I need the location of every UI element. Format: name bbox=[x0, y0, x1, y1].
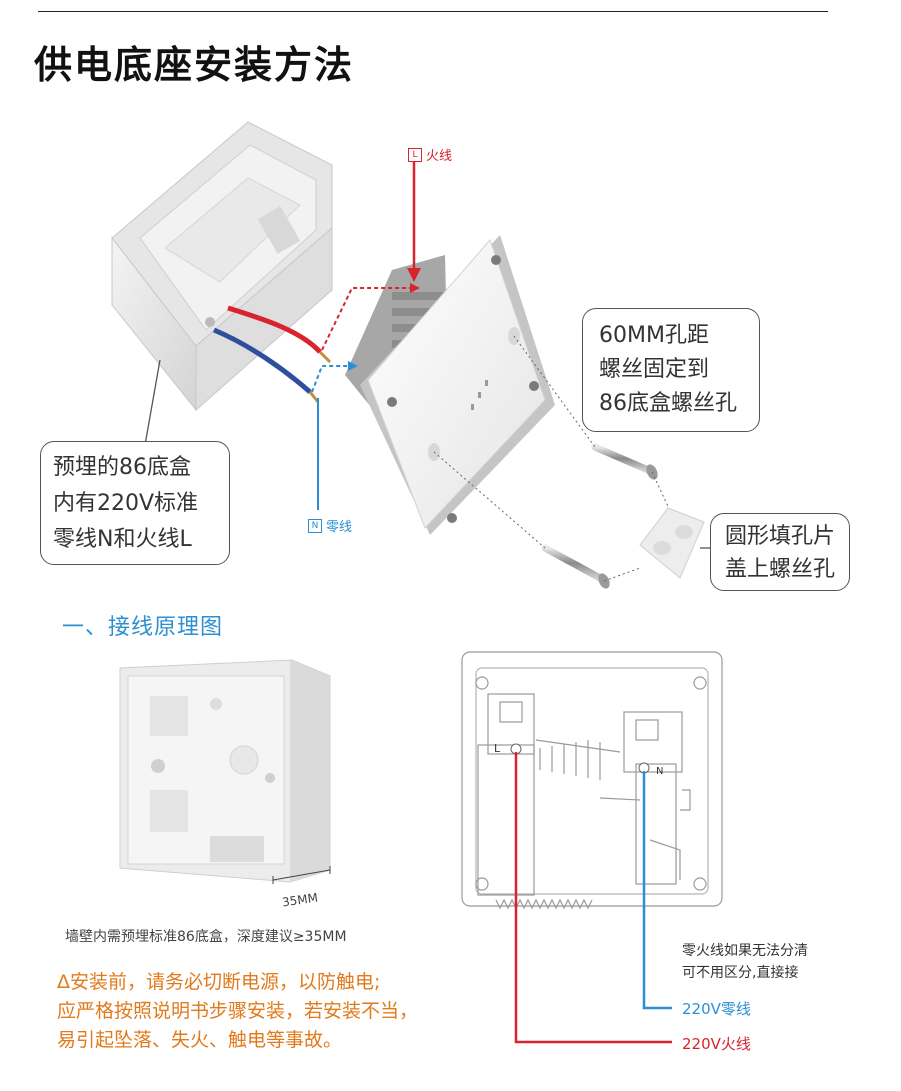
neutral-wire-label: 220V零线 bbox=[682, 1000, 751, 1018]
live-tag-letter: L bbox=[408, 147, 422, 162]
note-line: 可不用区分,直接接 bbox=[682, 965, 799, 981]
live-arrowhead bbox=[407, 268, 421, 282]
red-wire-tip bbox=[318, 350, 332, 364]
red-wire bbox=[227, 305, 322, 354]
base-plate-3d bbox=[345, 235, 555, 535]
callout-line: 86底盒螺丝孔 bbox=[599, 391, 737, 416]
callout-wall-box: 预埋的86底盒 内有220V标准 零线N和火线L bbox=[40, 441, 230, 565]
neutral-tag-letter: N bbox=[308, 518, 322, 533]
terminal-l-label: L bbox=[494, 742, 501, 755]
neutral-dashed-arrowhead bbox=[348, 361, 358, 371]
screw-upper bbox=[591, 443, 658, 480]
live-dashed-path bbox=[321, 287, 418, 351]
callout-line: 盖上螺丝孔 bbox=[725, 557, 836, 582]
box-caption: 墙壁内需预埋标准86底盒，深度建议≥35MM bbox=[65, 929, 347, 945]
callout-box-leader bbox=[144, 359, 161, 446]
neutral-dashed-path bbox=[311, 365, 352, 393]
live-tag-text: 火线 bbox=[426, 149, 453, 164]
blue-wire-tip bbox=[308, 391, 320, 403]
callout-line: 零线N和火线L bbox=[53, 527, 192, 552]
live-tag: L 火线 bbox=[408, 145, 452, 164]
callout-line: 60MM孔距 bbox=[599, 323, 709, 348]
wall-box-front bbox=[119, 659, 331, 883]
guide-line-cap-lower bbox=[603, 567, 641, 582]
dimension-line bbox=[272, 869, 331, 881]
callout-filler-caps: 圆形填孔片 盖上螺丝孔 bbox=[710, 513, 850, 591]
live-wire-label: 220V火线 bbox=[682, 1035, 751, 1053]
note-line: 零火线如果无法分清 bbox=[682, 943, 808, 959]
terminal-n-label: N bbox=[656, 766, 663, 777]
warning-line: 易引起坠落、失火、触电等事故。 bbox=[57, 1029, 343, 1051]
section-title: 一、接线原理图 bbox=[62, 615, 224, 640]
top-divider bbox=[38, 11, 828, 12]
wiring-note: 零火线如果无法分清 可不用区分,直接接 bbox=[682, 940, 808, 984]
wiring-schematic bbox=[461, 651, 723, 910]
safety-warning: Δ安装前，请务必切断电源，以防触电; 应严格按照说明书步骤安装，若安装不当， 易… bbox=[57, 968, 418, 1055]
callout-line: 圆形填孔片 bbox=[725, 524, 836, 549]
callout-line: 螺丝固定到 bbox=[599, 357, 710, 382]
callout-line: 预埋的86底盒 bbox=[53, 455, 191, 480]
neutral-tag-text: 零线 bbox=[326, 520, 353, 535]
live-dashed-arrowhead bbox=[410, 283, 420, 293]
neutral-wire-line bbox=[642, 771, 672, 1010]
screw-lower bbox=[541, 544, 610, 589]
warning-line: Δ安装前，请务必切断电源，以防触电; bbox=[57, 971, 381, 993]
blue-wire bbox=[213, 327, 312, 394]
dimension-ticks bbox=[272, 866, 331, 884]
page-title: 供电底座安装方法 bbox=[34, 43, 355, 87]
neutral-tag: N 零线 bbox=[308, 516, 352, 535]
filler-cap bbox=[639, 507, 705, 579]
live-wire-line bbox=[514, 752, 672, 1044]
callout-screws: 60MM孔距 螺丝固定到 86底盒螺丝孔 bbox=[582, 308, 760, 432]
warning-line: 应严格按照说明书步骤安装，若安装不当， bbox=[57, 1000, 419, 1022]
callout-line: 内有220V标准 bbox=[53, 491, 199, 516]
wall-box-3d bbox=[111, 121, 333, 412]
